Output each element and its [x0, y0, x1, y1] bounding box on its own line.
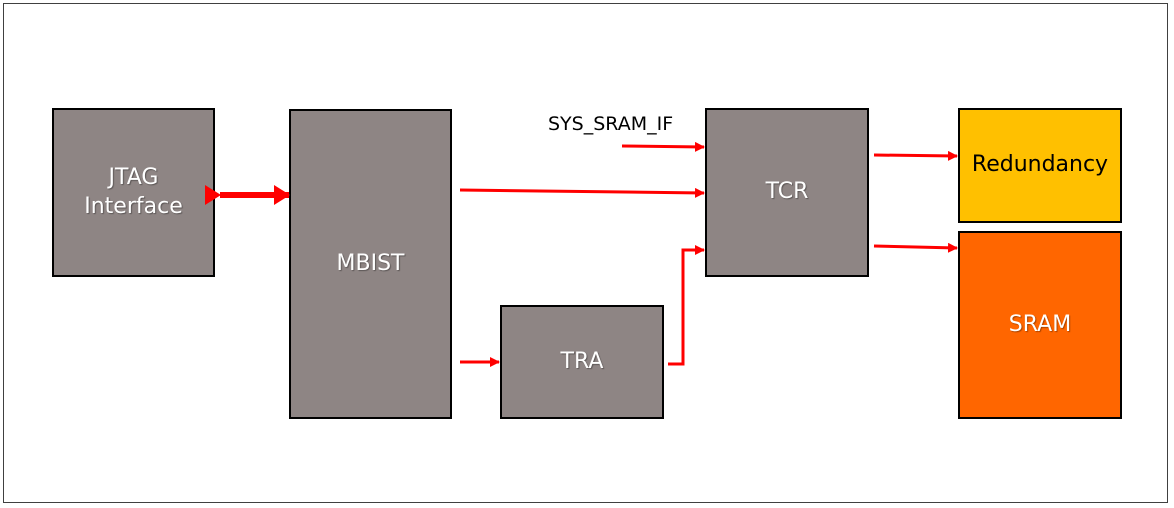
jtag-interface-label: JTAG Interface: [84, 164, 183, 219]
sys-sram-if-arrow: [621, 141, 705, 152]
tra-label: TRA: [560, 348, 604, 374]
tcr-sram-arrow: [873, 242, 958, 253]
tcr-redundancy-arrow: [873, 150, 958, 161]
sram-block: SRAM: [958, 231, 1122, 419]
tcr-block: TCR: [705, 108, 869, 277]
mbist-tcr-arrow: [459, 187, 705, 198]
redundancy-block: Redundancy: [958, 108, 1122, 223]
tra-tcr-arrow: [668, 245, 705, 366]
sram-label: SRAM: [1008, 311, 1072, 337]
jtag-interface-block: JTAG Interface: [52, 108, 215, 277]
redundancy-label: Redundancy: [971, 152, 1109, 178]
mbist-block: MBIST: [289, 109, 452, 419]
tra-block: TRA: [500, 305, 664, 419]
sys-sram-if-label: SYS_SRAM_IF: [548, 113, 674, 135]
mbist-label: MBIST: [336, 250, 405, 276]
tcr-label: TCR: [765, 179, 809, 205]
